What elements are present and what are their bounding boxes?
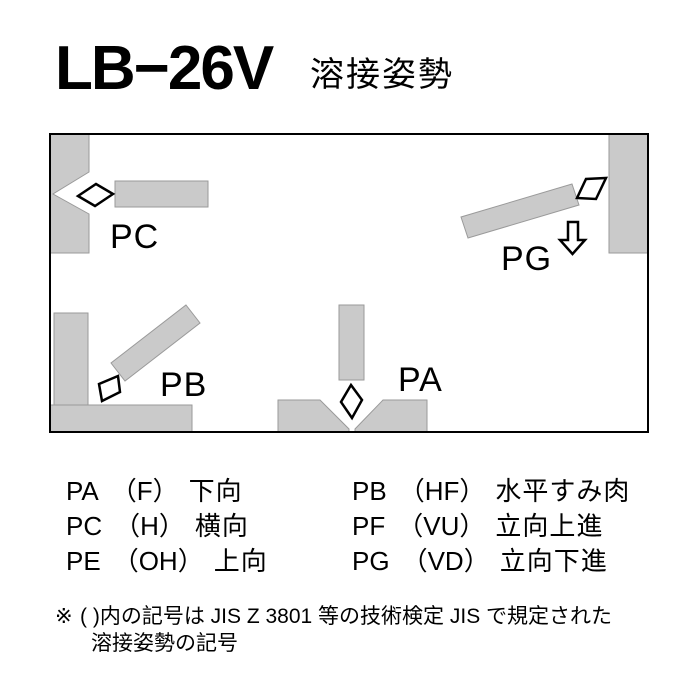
legend-jis-symbol: （VU） xyxy=(397,511,486,541)
diagram-frame xyxy=(49,133,649,433)
pg-vertical-plate xyxy=(608,132,649,254)
legend-code: PA xyxy=(66,476,99,506)
legend-jis-symbol: （HF） xyxy=(398,476,486,506)
legend-item-pb: PB （HF） 水平すみ肉 xyxy=(352,474,630,509)
legend-item-pg: PG （VD） 立向下進 xyxy=(352,544,630,579)
legend-code: PE xyxy=(66,546,101,576)
pb-vertical-plate xyxy=(53,312,89,406)
legend-position-name: 横向 xyxy=(194,511,249,541)
pa-groove-plate-right xyxy=(354,399,428,433)
legend-position-name: 水平すみ肉 xyxy=(495,476,631,506)
pc-grooved-plate xyxy=(48,132,90,254)
legend-item-pc: PC （H） 横向 xyxy=(66,509,268,544)
pa-position-group: PA xyxy=(277,304,443,433)
pb-base-plate xyxy=(48,404,193,433)
product-title: LB−26V xyxy=(55,34,274,103)
footnote-line: 溶接姿勢の記号 xyxy=(91,632,238,655)
pg-weld-diamond-icon xyxy=(575,176,609,201)
legend-position-name: 立向上進 xyxy=(495,511,604,541)
legend-column-left: PA （F） 下向 PC （H） 横向 PE （OH） 上向 xyxy=(66,474,268,579)
legend-code: PG xyxy=(352,546,390,576)
position-label-pa: PA xyxy=(398,361,443,399)
welding-positions-diagram: PC PG PB xyxy=(48,132,649,433)
legend-jis-symbol: （F） xyxy=(110,476,179,506)
footnote-reference-mark: ※ xyxy=(55,605,73,628)
legend-code: PF xyxy=(352,511,386,541)
pg-electrode-bar xyxy=(460,183,580,239)
legend-jis-symbol: （OH） xyxy=(112,546,204,576)
legend-position-name: 上向 xyxy=(213,546,268,576)
position-label-pc: PC xyxy=(110,218,159,256)
legend-item-pe: PE （OH） 上向 xyxy=(66,544,268,579)
footnote-line: ( )内の記号は JIS Z 3801 等の技術検定 JIS で規定された xyxy=(80,605,613,628)
pb-weld-diamond-icon xyxy=(97,374,122,403)
legend-position-name: 立向下進 xyxy=(499,546,608,576)
position-label-pb: PB xyxy=(160,366,207,404)
footnote-lines: ( )内の記号は JIS Z 3801 等の技術検定 JIS で規定された 溶接… xyxy=(80,603,612,657)
legend-item-pf: PF （VU） 立向上進 xyxy=(352,509,630,544)
pa-electrode-bar xyxy=(338,304,365,381)
pg-position-group: PG xyxy=(460,132,649,278)
pc-electrode-bar xyxy=(114,180,209,208)
pg-downward-arrow-icon xyxy=(557,220,588,256)
welding-positions-svg: PC PG PB xyxy=(48,132,649,433)
legend-code: PB xyxy=(352,476,387,506)
pb-electrode-bar xyxy=(110,304,201,382)
pa-weld-diamond-icon xyxy=(339,382,364,421)
position-label-pg: PG xyxy=(501,240,552,278)
legend-jis-symbol: （H） xyxy=(114,511,185,541)
pa-groove-plate-left xyxy=(277,399,350,433)
pc-position-group: PC xyxy=(48,132,209,256)
pb-position-group: PB xyxy=(48,304,207,433)
footnote: ※ ( )内の記号は JIS Z 3801 等の技術検定 JIS で規定された … xyxy=(55,603,612,657)
legend-code: PC xyxy=(66,511,103,541)
legend-jis-symbol: （VD） xyxy=(401,546,490,576)
legend-position-name: 下向 xyxy=(188,476,243,506)
legend-column-right: PB （HF） 水平すみ肉 PF （VU） 立向上進 PG （VD） 立向下進 xyxy=(352,474,630,579)
legend-item-pa: PA （F） 下向 xyxy=(66,474,268,509)
pc-weld-diamond-icon xyxy=(75,182,116,208)
figure-title: 溶接姿勢 xyxy=(310,56,454,94)
